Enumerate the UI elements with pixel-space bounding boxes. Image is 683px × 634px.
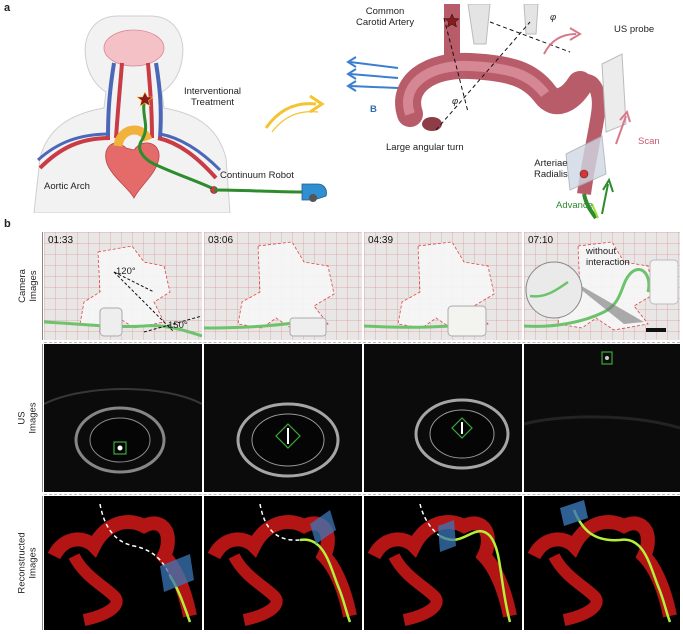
label-phi-top: φ bbox=[550, 12, 557, 23]
label-arteriae-radialis: Arteriae Radialis bbox=[534, 158, 568, 180]
camera-image-3: 04:39 bbox=[364, 232, 522, 340]
reconstructed-image-1 bbox=[44, 496, 202, 630]
timestamp: 01:33 bbox=[48, 235, 74, 246]
label-without-interaction: without interaction bbox=[586, 246, 630, 268]
label-continuum-robot: Continuum Robot bbox=[220, 170, 294, 181]
reconstructed-image-2 bbox=[204, 496, 362, 630]
us-image-1 bbox=[44, 344, 202, 492]
row-separator bbox=[44, 342, 680, 343]
panel-b-letter: b bbox=[4, 218, 11, 230]
label-common-carotid: Common Carotid Artery bbox=[356, 6, 415, 28]
us-image-2 bbox=[204, 344, 362, 492]
row-label-us: US Images bbox=[14, 344, 43, 492]
camera-image-4: 07:10 without interaction bbox=[524, 232, 680, 340]
us-image-4 bbox=[524, 344, 680, 492]
row-label-camera: Camera Images bbox=[14, 232, 43, 340]
reconstructed-image-3 bbox=[364, 496, 522, 630]
label-advance: Advance bbox=[556, 200, 593, 211]
vessel-model bbox=[346, 4, 631, 219]
timestamp: 04:39 bbox=[368, 235, 394, 246]
angle-label-150: 150° bbox=[168, 320, 188, 331]
transition-arrow-icon bbox=[264, 94, 325, 133]
camera-image-2: 03:06 bbox=[204, 232, 362, 340]
label-phi-bottom: φ bbox=[452, 96, 459, 107]
label-us-probe: US probe bbox=[614, 24, 655, 35]
reconstructed-image-4 bbox=[524, 496, 680, 630]
angle-label-120: 120° bbox=[116, 266, 136, 277]
robot-cable bbox=[214, 183, 327, 202]
us-image-3 bbox=[364, 344, 522, 492]
body-illustration bbox=[33, 15, 231, 213]
panel-a-letter: a bbox=[4, 2, 11, 14]
timestamp: 03:06 bbox=[208, 235, 234, 246]
label-scan: Scan bbox=[638, 136, 660, 147]
label-magnetic-field: B bbox=[370, 104, 377, 115]
row-label-reconstructed: Reconstructed Images bbox=[14, 496, 43, 630]
label-interventional-treatment: Interventional Treatment bbox=[184, 86, 242, 108]
label-large-angular-turn: Large angular turn bbox=[386, 142, 464, 153]
row-separator bbox=[44, 494, 680, 495]
camera-image-1: 01:33 120° 150° bbox=[44, 232, 202, 340]
timestamp: 07:10 bbox=[528, 235, 554, 246]
label-aortic-arch: Aortic Arch bbox=[44, 181, 90, 192]
gear-icon bbox=[309, 194, 317, 202]
